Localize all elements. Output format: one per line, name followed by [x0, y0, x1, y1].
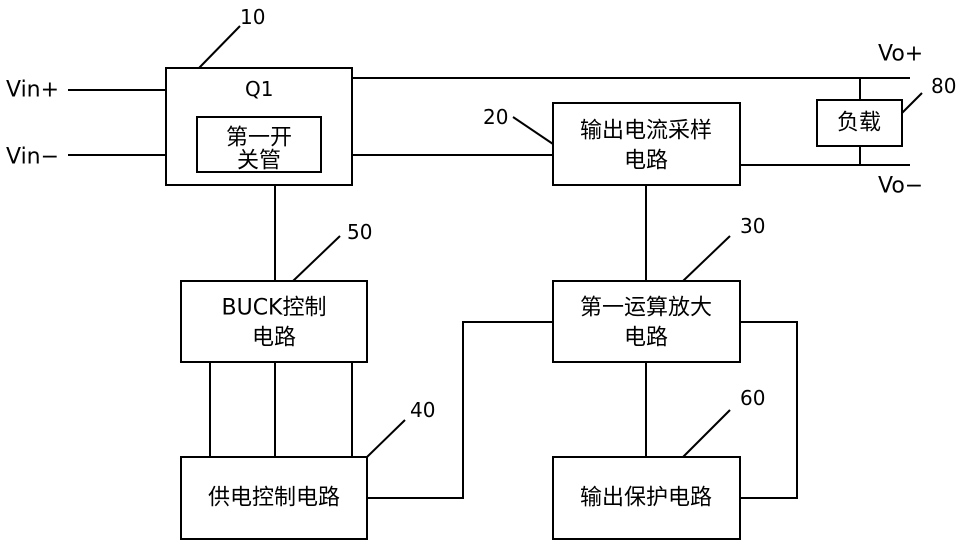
leader-20 — [513, 117, 553, 144]
leader-40 — [367, 420, 405, 457]
op-amp-label-line1: 第一运算放大 — [580, 296, 712, 321]
vo-plus-label: Vo+ — [878, 42, 923, 67]
vo-minus-label: Vo− — [878, 174, 923, 199]
ref-10: 10 — [240, 5, 265, 29]
buck-control-label-line1: BUCK控制 — [222, 296, 327, 321]
vin-plus-label: Vin+ — [6, 78, 59, 103]
first-switch-label-line1: 第一开 — [226, 126, 292, 151]
leader-50 — [293, 236, 340, 281]
power-control-label: 供电控制电路 — [208, 486, 340, 511]
power-to-amp-wire — [367, 322, 553, 498]
leader-60 — [683, 410, 730, 457]
load-label: 负载 — [837, 111, 881, 136]
vin-minus-label: Vin− — [6, 145, 59, 170]
current-sampling-label-line1: 输出电流采样 — [580, 119, 712, 144]
ref-60: 60 — [740, 386, 765, 410]
leader-30 — [683, 236, 730, 281]
output-protection-label: 输出保护电路 — [580, 486, 712, 511]
ref-40: 40 — [410, 398, 435, 422]
ref-30: 30 — [740, 214, 765, 238]
buck-control-label-line2: 电路 — [252, 326, 296, 351]
ref-q1: Q1 — [245, 77, 273, 101]
ref-80: 80 — [931, 74, 956, 98]
leader-10 — [199, 26, 240, 68]
current-sampling-label-line2: 电路 — [624, 149, 668, 174]
ref-50: 50 — [347, 220, 372, 244]
op-amp-label-line2: 电路 — [624, 326, 668, 351]
first-switch-label-line2: 关管 — [237, 149, 281, 174]
ref-20: 20 — [483, 105, 508, 129]
amp-protection-loop-wire — [740, 322, 797, 498]
